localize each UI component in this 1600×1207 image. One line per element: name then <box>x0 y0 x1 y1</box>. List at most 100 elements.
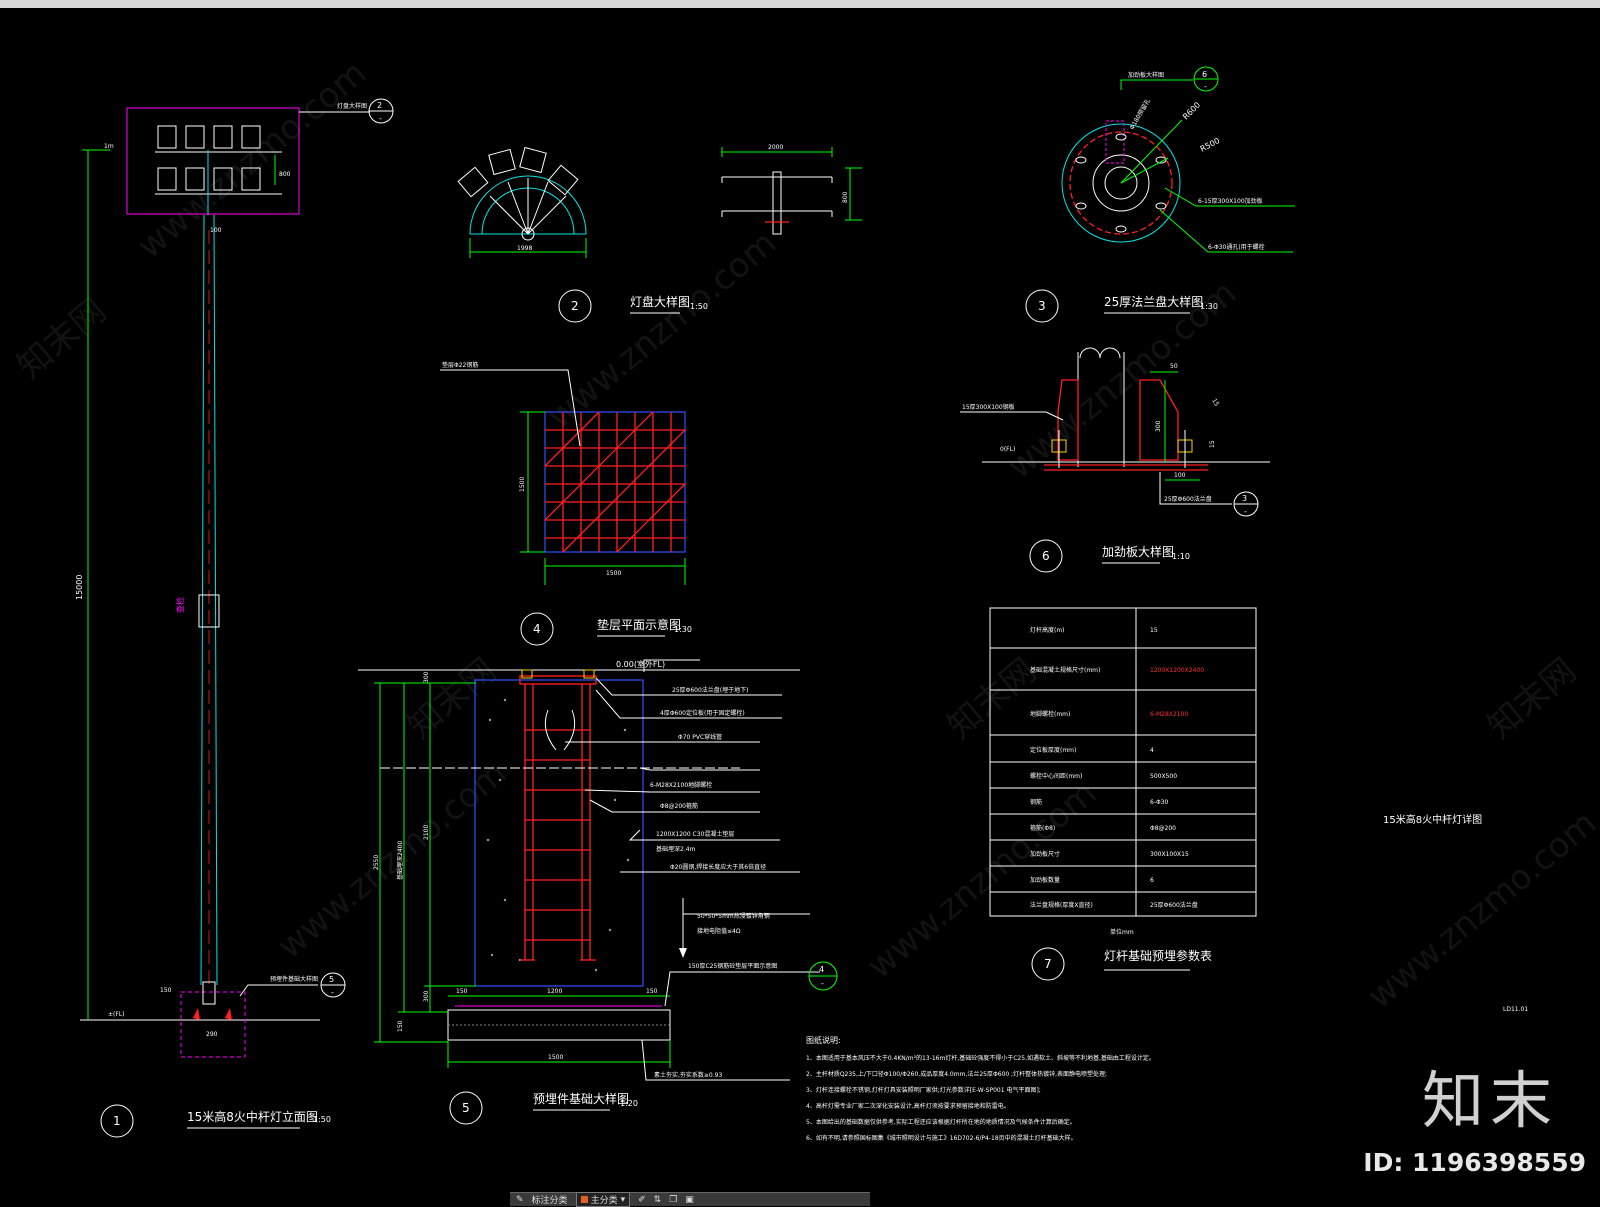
view-5-dim-top: 300 <box>423 671 430 683</box>
layer-name: 主分类 <box>590 1196 618 1206</box>
svg-text:-: - <box>1204 82 1207 91</box>
view-5-dim-150: 150 <box>397 1020 404 1032</box>
view-6-number-circle <box>1029 539 1063 573</box>
view-3-bolt-label: 6-Φ30通孔(用于螺栓 <box>1208 243 1265 251</box>
base-dim-text: 150 <box>160 987 172 994</box>
width-dim-text: 290 <box>206 1031 218 1038</box>
move-icon[interactable]: ⇅ <box>653 1194 662 1205</box>
view-5-label-10: 150厚C25钢筋砼垫层平面示意图 <box>688 962 777 970</box>
param-value: 15 <box>1150 627 1158 634</box>
view-3-number: 3 <box>1038 299 1046 313</box>
chevron-down-icon: ▾ <box>620 1194 626 1205</box>
view-5-dim-2550: 2550 <box>373 855 380 870</box>
view-2-dim-top: 2000 <box>768 144 783 151</box>
foundation-outline <box>180 991 246 1058</box>
watermark: www.znzmo.com <box>270 753 514 967</box>
height-dim-text: 15000 <box>75 575 84 600</box>
view-3-callout-label: 加劲板大样图 <box>1128 71 1164 79</box>
brand-logo: 知末 <box>1421 1064 1558 1137</box>
lamp-head-frame <box>126 107 300 215</box>
view-5-dim-1200: 1200 <box>547 988 562 995</box>
view-5-label-8: 50*50*5mm热浸镀锌角钢 <box>697 912 770 920</box>
param-key: 螺栓中心间距(mm) <box>1030 772 1082 780</box>
watermark: www.znzmo.com <box>540 223 784 437</box>
view-5-label-4: Φ8@200箍筋 <box>660 802 698 810</box>
param-key: 箍筋(Φ8) <box>1030 824 1055 832</box>
svg-text:-: - <box>331 988 334 997</box>
view-2-title: 灯盘大样图 <box>630 294 690 309</box>
watermark: 知末网 <box>1480 651 1584 747</box>
watermark: www.znzmo.com <box>860 773 1104 987</box>
lamp-units <box>155 125 282 195</box>
layer-color-icon <box>580 1196 588 1203</box>
view-3-flange-plate: R600 R500 Φ180预留孔 加劲板大样图 6 - 6-15厚300X10… <box>1025 66 1295 323</box>
notes-heading: 图纸说明: <box>806 1035 841 1045</box>
top-dim-text: 1m <box>104 143 114 150</box>
view-2-scale: 1:50 <box>690 302 708 311</box>
side-title: 15米高8火中杆灯详图 <box>1383 813 1482 826</box>
param-key: 法兰盘规格(厚度X直径) <box>1030 901 1093 909</box>
view-3-number-circle <box>1025 289 1059 323</box>
save-icon[interactable]: ▣ <box>685 1194 694 1205</box>
view-7-title: 灯杆基础预埋参数表 <box>1104 948 1212 963</box>
copy-icon[interactable]: ❐ <box>669 1194 678 1205</box>
pole-left-edge <box>200 214 205 986</box>
sheet-number: LD11.01 <box>1503 1006 1528 1013</box>
view-5-title: 预埋件基础大样图 <box>533 1091 629 1106</box>
view-5-label-11: 素土夯实,夯实系数≥0.93 <box>654 1071 722 1079</box>
view-4-label: 垫层Φ22钢筋 <box>442 361 478 369</box>
annotation-icon[interactable]: ✎ <box>516 1194 524 1205</box>
pole-door <box>198 594 220 628</box>
param-key: 定位板厚度(mm) <box>1030 746 1076 754</box>
note-item: 5、本图给出的基础数据仅供参考,实际工程还应该根据灯杆所在地的地质情况及气候条件… <box>806 1118 1076 1126</box>
view-5-scale: 1:20 <box>620 1099 638 1108</box>
view-6-dim-50: 50 <box>1170 363 1178 370</box>
view-6-dim-15b: 15 <box>1209 440 1216 448</box>
view-2-dim-h: 800 <box>842 191 849 203</box>
view-5-level: 0.00(室外FL) <box>616 659 665 669</box>
toolbar-label: 标注分类 <box>531 1196 568 1206</box>
flange-outer <box>1061 123 1181 243</box>
view-5-label-9: 接地电阻值≤4Ω <box>697 927 741 935</box>
view-3-hole: Φ180预留孔 <box>1128 97 1152 131</box>
view-5-dim-2400: 基础埋深2400 <box>396 841 404 880</box>
view-4-title: 垫层平面示意图 <box>597 617 681 632</box>
view-5-leaders <box>565 659 820 1081</box>
param-value: 6-M28X2100 <box>1150 711 1188 718</box>
view-2-dim-width: 1998 <box>517 245 532 252</box>
note-item: 4、高杆灯需专业厂家二次深化安装设计,高杆灯须按要求预留接地和防雷电。 <box>806 1102 1010 1110</box>
view-4-cushion-plan: 垫层Φ22钢筋 1500 1500 4 垫层平面示意图 1:30 <box>440 361 692 646</box>
param-key: 钢筋 <box>1030 798 1042 806</box>
svg-text:-: - <box>1244 507 1247 516</box>
view-3-r600: R600 <box>1181 100 1202 121</box>
rebar-grid <box>544 411 686 553</box>
param-value: 4 <box>1150 747 1154 754</box>
view-6-scale: 1:10 <box>1172 552 1190 561</box>
fl-label: ±(FL) <box>108 1011 125 1018</box>
stirrups <box>525 729 590 941</box>
edit-icon[interactable]: ✐ <box>638 1194 646 1205</box>
view-6-title: 加劲板大样图 <box>1102 544 1174 559</box>
image-id: ID: 1196398559 <box>1363 1148 1586 1177</box>
view-6-dim-15a: 15 <box>1210 398 1220 408</box>
view-3-r500: R500 <box>1199 136 1222 154</box>
param-value: 6 <box>1150 877 1154 884</box>
layer-dropdown[interactable]: 主分类▾ <box>575 1192 631 1207</box>
view-5-dim-150-left: 150 <box>456 988 468 995</box>
concrete-hatch <box>486 698 630 972</box>
param-value: Φ8@200 <box>1150 825 1176 832</box>
param-key: 加劲板尺寸 <box>1030 850 1060 858</box>
view-6-stiffener: 15厚300X100钢板 0(FL) 50 300 100 15 15 25厚Φ… <box>960 347 1270 573</box>
callout-2-label: 灯盘大样图 <box>337 102 367 110</box>
watermark: www.znzmo.com <box>1360 803 1600 1017</box>
window-top-strip <box>0 0 1600 8</box>
callout-5-label: 预埋件基础大样图 <box>270 975 318 983</box>
view-4-dim-w: 1500 <box>606 570 621 577</box>
view-2-number-circle <box>558 289 592 323</box>
anchor-bolt-right <box>225 1008 232 1020</box>
view-1-pole-elevation: 查检 15000 1m 100 150 290 ±(FL) 800 灯盘大样图 … <box>75 98 394 1138</box>
anchor-bolts <box>520 684 596 961</box>
watermark-layer: www.znzmo.com www.znzmo.com www.znzmo.co… <box>10 53 1600 1017</box>
view-5-label-5: 1200X1200 C30混凝土垫层 <box>656 830 734 838</box>
watermark: 知末网 <box>940 651 1044 747</box>
